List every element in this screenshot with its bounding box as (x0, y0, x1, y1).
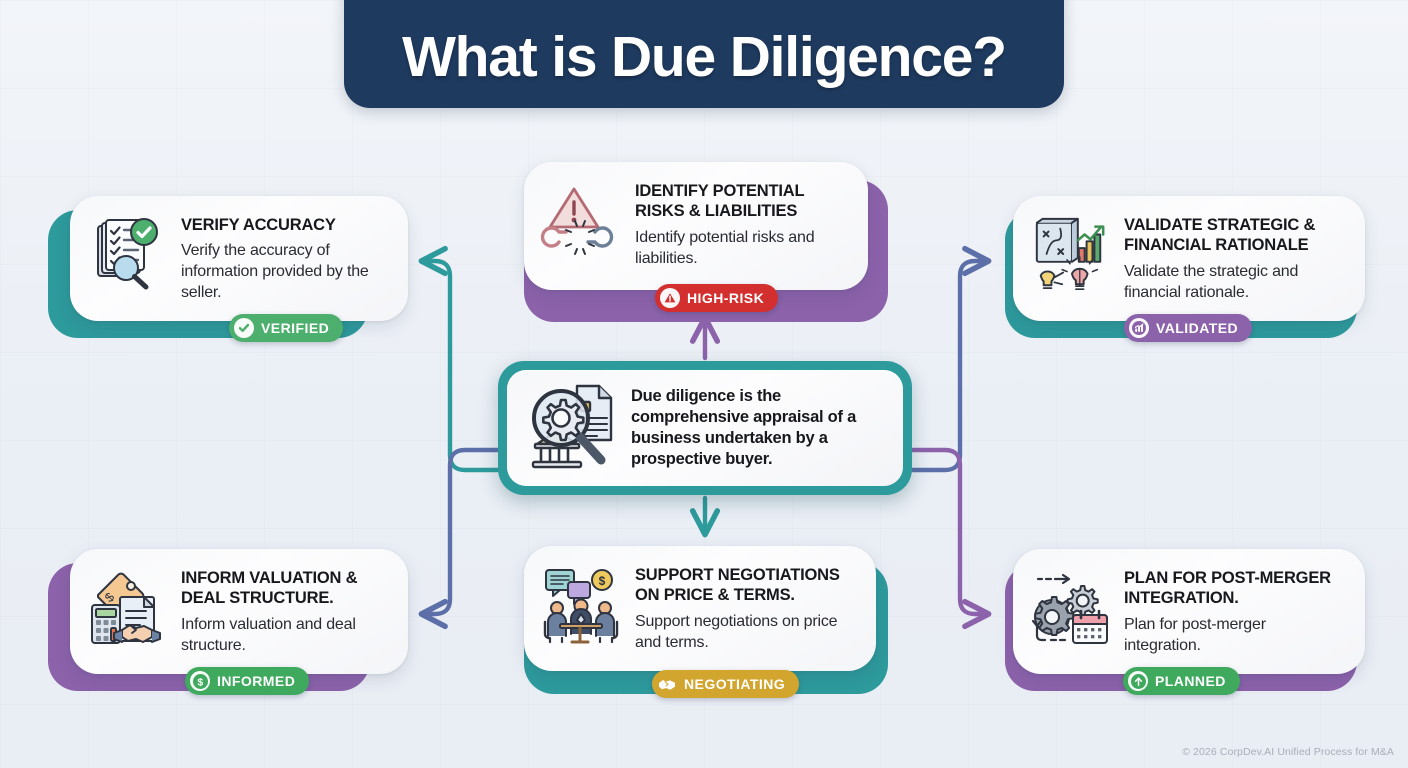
card-title: IDENTIFY POTENTIAL RISKS & LIABILITIES (635, 182, 805, 221)
card-title: SUPPORT NEGOTIATIONS ON PRICE & TERMS. (635, 566, 840, 605)
bar-chart-icon (1129, 318, 1149, 338)
badge-label: INFORMED (217, 673, 296, 689)
checklist-magnifier-icon (86, 213, 168, 295)
warning-broken-chain-icon (540, 179, 622, 261)
card-identify-risks[interactable]: IDENTIFY POTENTIAL RISKS & LIABILITIES I… (524, 162, 890, 322)
card-verify-accuracy[interactable]: VERIFY ACCURACY Verify the accuracy of i… (48, 196, 408, 342)
card-body: Inform valuation and deal structure. (181, 615, 356, 654)
center-node-due-diligence[interactable]: Due diligence is the comprehensive appra… (498, 361, 912, 495)
card-title: INFORM VALUATION & DEAL STRUCTURE. (181, 569, 358, 608)
warning-triangle-icon (660, 288, 680, 308)
status-badge-high-risk[interactable]: HIGH-RISK (655, 284, 779, 312)
status-badge-informed[interactable]: $ INFORMED (185, 667, 310, 695)
badge-label: VALIDATED (1156, 320, 1239, 336)
card-support-negotiations[interactable]: $ (524, 546, 890, 698)
title-banner: What is Due Diligence? (344, 0, 1064, 108)
badge-label: HIGH-RISK (687, 290, 765, 306)
card-title: PLAN FOR POST-MERGER INTEGRATION. (1124, 569, 1331, 608)
magnifier-gear-document-bank-icon (519, 378, 619, 478)
footer-copyright: © 2026 CorpDev.AI Unified Process for M&… (1182, 746, 1394, 758)
gears-calendar-cycle-icon (1029, 566, 1111, 648)
status-badge-planned[interactable]: PLANNED (1123, 667, 1240, 695)
card-post-merger-integration[interactable]: PLAN FOR POST-MERGER INTEGRATION. Plan f… (1005, 549, 1365, 695)
badge-label: NEGOTIATING (684, 676, 786, 692)
card-validate-rationale[interactable]: VALIDATE STRATEGIC & FINANCIAL RATIONALE… (1005, 196, 1365, 342)
pricetag-calculator-handshake-icon: $ (86, 566, 168, 648)
card-title: VERIFY ACCURACY (181, 216, 336, 234)
status-badge-negotiating[interactable]: NEGOTIATING (652, 670, 800, 698)
svg-text:$: $ (599, 574, 606, 588)
page-title: What is Due Diligence? (402, 25, 1007, 89)
connector-center-to-verify-accuracy (424, 261, 500, 473)
card-body: Support negotiations on price and terms. (635, 612, 838, 651)
card-title: VALIDATE STRATEGIC & FINANCIAL RATIONALE (1124, 216, 1316, 255)
svg-text:$: $ (197, 676, 203, 688)
card-body: Plan for post-merger integration. (1124, 615, 1266, 654)
badge-label: VERIFIED (261, 320, 330, 336)
center-node-text: Due diligence is the comprehensive appra… (631, 386, 857, 469)
strategy-chart-bulb-icon (1029, 213, 1111, 295)
card-inform-valuation[interactable]: $ (48, 549, 408, 695)
negotiation-table-icon: $ (540, 563, 622, 645)
connector-center-to-validate-rationale (910, 261, 986, 473)
status-badge-validated[interactable]: VALIDATED (1124, 314, 1253, 342)
status-badge-verified[interactable]: VERIFIED (229, 314, 344, 342)
arrow-up-circle-icon (1128, 671, 1148, 691)
badge-label: PLANNED (1155, 673, 1226, 689)
card-body: Identify potential risks and liabilities… (635, 228, 815, 267)
connector-center-to-inform-valuation (424, 447, 500, 614)
handshake-icon (657, 674, 677, 694)
card-body: Validate the strategic and financial rat… (1124, 262, 1299, 301)
connector-center-to-post-merger-integration (910, 447, 986, 614)
dollar-circle-icon: $ (190, 671, 210, 691)
check-circle-icon (234, 318, 254, 338)
card-body: Verify the accuracy of information provi… (181, 242, 369, 302)
